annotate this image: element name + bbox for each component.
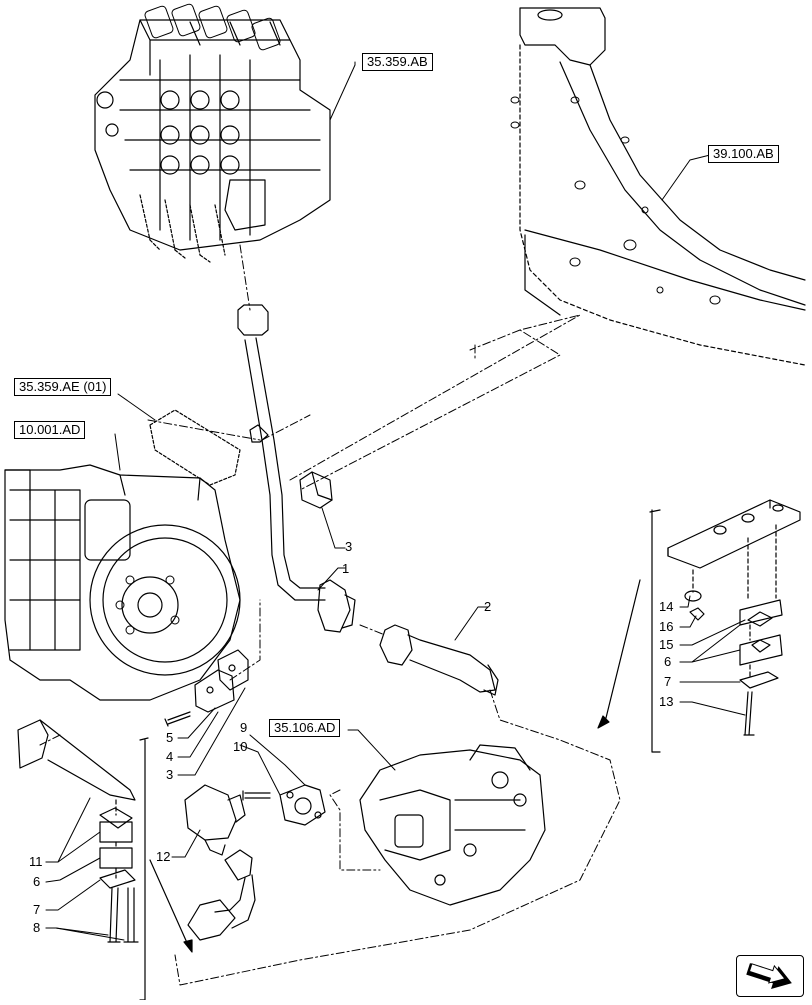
main-frame — [510, 7, 806, 366]
callout-2: 2 — [484, 599, 492, 614]
hydraulic-tube — [237, 304, 356, 633]
callout-3-bracket: 3 — [166, 767, 174, 782]
hydraulic-hose-fitting — [379, 624, 499, 696]
assembly-lines — [39, 244, 621, 986]
mounting-bracket — [164, 649, 249, 727]
hydraulic-pump — [359, 744, 546, 906]
callout-14: 14 — [659, 599, 674, 614]
callout-15: 15 — [659, 637, 674, 652]
callout-16: 16 — [659, 619, 674, 634]
ref-valve-block-label[interactable]: 35.359.AB — [362, 53, 433, 71]
callout-13: 13 — [659, 694, 674, 709]
callout-3-clamp: 3 — [345, 539, 353, 554]
callout-1: 1 — [342, 561, 350, 576]
callout-5: 5 — [166, 730, 174, 745]
control-valve-block — [94, 3, 331, 263]
ref-frame-label[interactable]: 39.100.AB — [708, 145, 779, 163]
callout-12: 12 — [156, 849, 171, 864]
callout-4: 4 — [166, 749, 174, 764]
ref-valve-section-label[interactable]: 35.359.AE (01) — [14, 378, 112, 396]
callout-6-left: 6 — [33, 874, 41, 889]
next-page-button[interactable] — [736, 955, 804, 997]
callout-9: 9 — [240, 720, 248, 735]
leader-lines — [45, 61, 746, 941]
callout-6-right: 6 — [664, 654, 672, 669]
callout-7-right: 7 — [664, 674, 672, 689]
callout-10: 10 — [233, 739, 248, 754]
valve-section-part — [149, 409, 241, 486]
elbow-fitting-and-hose — [184, 784, 256, 941]
callout-11: 11 — [29, 854, 43, 869]
clamp-assembly-detail — [649, 499, 801, 753]
callout-8: 8 — [33, 920, 41, 935]
ref-pump-label[interactable]: 35.106.AD — [269, 719, 341, 737]
callout-7-left: 7 — [33, 902, 41, 917]
ref-engine-label[interactable]: 10.001.AD — [14, 421, 86, 439]
tube-clamp — [299, 471, 333, 509]
engine-flywheel-housing — [4, 464, 241, 701]
detail-arrows — [149, 579, 641, 953]
next-page-arrow-icon — [746, 963, 792, 989]
pump-flange — [242, 784, 326, 826]
